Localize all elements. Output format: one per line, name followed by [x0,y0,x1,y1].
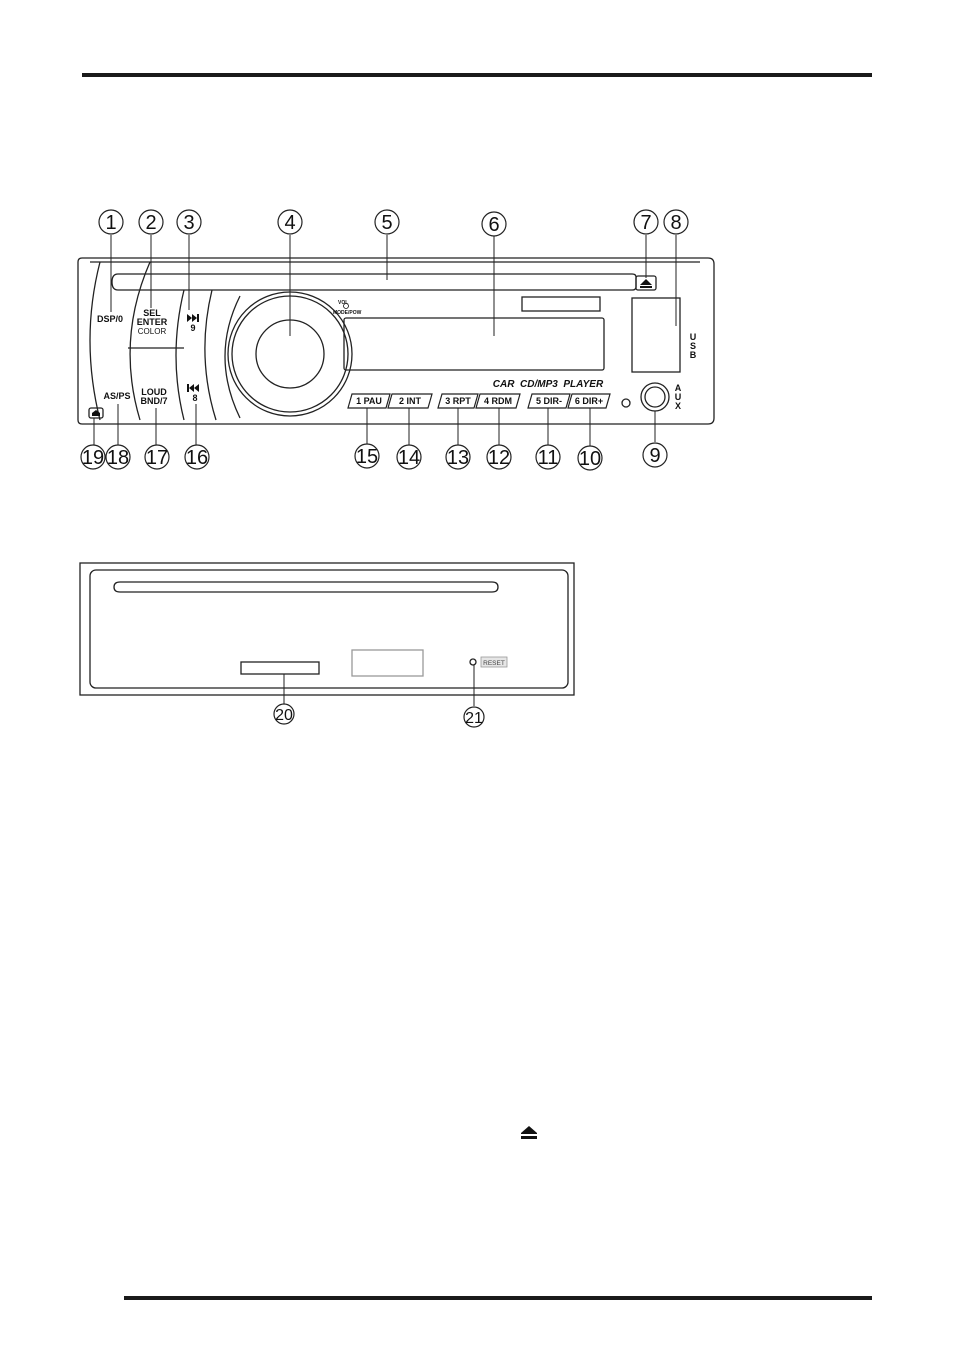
svg-text:15: 15 [356,446,378,468]
preset-1-label: 1 PAU [356,396,382,406]
preset-6-label: 6 DIR+ [575,396,603,406]
svg-text:12: 12 [488,447,510,469]
callout-4: 4 [278,210,302,234]
svg-text:7: 7 [640,212,651,234]
callout-16: 16 [185,445,209,469]
callout-21: 21 [464,707,484,727]
preset-5-label: 5 DIR- [536,396,562,406]
aux-letter-3: X [675,401,681,411]
callout-14: 14 [397,445,421,469]
svg-text:3: 3 [183,212,194,234]
svg-text:17: 17 [146,447,168,469]
aux-label: A U X [675,383,682,411]
callout-9: 9 [643,443,667,467]
callout-6: 6 [482,212,506,236]
dsp-label: DSP/0 [97,314,123,324]
product-label: CAR CD/MP3 PLAYER [493,379,604,390]
callout-12: 12 [487,445,511,469]
svg-text:1: 1 [105,212,116,234]
aux-jack[interactable] [645,387,665,407]
bnd-label: BND/7 [140,396,167,406]
callout-2: 2 [139,210,163,234]
leader-lines-front [94,235,676,446]
callout-1: 1 [99,210,123,234]
ir-window [522,297,600,311]
svg-text:2: 2 [145,212,156,234]
preset-2-label: 2 INT [399,396,422,406]
svg-text:19: 19 [82,447,104,469]
vol-label: VOL [338,300,348,306]
preset-4-label: 4 RDM [484,396,512,406]
callout-11: 11 [536,445,560,469]
rear-connector [241,662,319,674]
svg-text:20: 20 [275,707,293,724]
svg-text:18: 18 [107,447,129,469]
eject-icon [640,279,652,288]
callout-15: 15 [355,444,379,468]
panel-curve-3 [176,290,184,420]
svg-text:8: 8 [670,212,681,234]
rear-panel [80,563,574,695]
callout-13: 13 [446,445,470,469]
preset-3-label: 3 RPT [445,396,471,406]
enter-label: ENTER [137,317,168,327]
mode-pow-label: MODE/POW [333,310,362,316]
color-label: COLOR [138,327,167,336]
rear-label-plate [352,650,423,676]
rear-panel-inner [90,570,568,688]
reset-label: RESET [483,660,505,667]
usb-port[interactable] [632,298,680,372]
callout-19: 19 [81,445,105,469]
usb-label: U S B [690,332,697,360]
callout-3: 3 [177,210,201,234]
lcd-display [344,318,604,370]
callout-20: 20 [274,704,294,724]
disc-slot[interactable] [112,274,636,290]
prev-track-icon [187,384,199,392]
svg-text:4: 4 [284,212,295,234]
front-panel-body [78,258,714,424]
svg-text:10: 10 [579,448,601,470]
callout-18: 18 [106,445,130,469]
prev-digit-label: 8 [192,393,197,403]
next-digit-label: 9 [190,323,195,333]
svg-text:6: 6 [488,214,499,236]
svg-text:21: 21 [465,710,483,727]
rear-panel-outer [80,563,574,695]
callout-7: 7 [634,210,658,234]
next-track-icon [187,314,199,322]
panel-curve-1 [90,262,100,420]
release-icon [519,1126,539,1139]
callout-5: 5 [375,210,399,234]
rear-disc-slot [114,582,498,592]
mic-hole [622,399,630,407]
release-icon [92,410,100,416]
callout-10: 10 [578,446,602,470]
svg-text:16: 16 [186,447,208,469]
leader-lines-rear [284,665,474,706]
callout-8: 8 [664,210,688,234]
as-ps-label: AS/PS [103,391,130,401]
panel-curve-4 [205,290,216,420]
svg-text:11: 11 [538,447,559,469]
front-panel [78,258,714,424]
svg-text:13: 13 [447,447,469,469]
svg-text:14: 14 [398,447,420,469]
svg-text:9: 9 [649,445,660,467]
callout-17: 17 [145,445,169,469]
svg-text:5: 5 [381,212,392,234]
usb-letter-3: B [690,350,697,360]
reset-button[interactable] [470,659,476,665]
